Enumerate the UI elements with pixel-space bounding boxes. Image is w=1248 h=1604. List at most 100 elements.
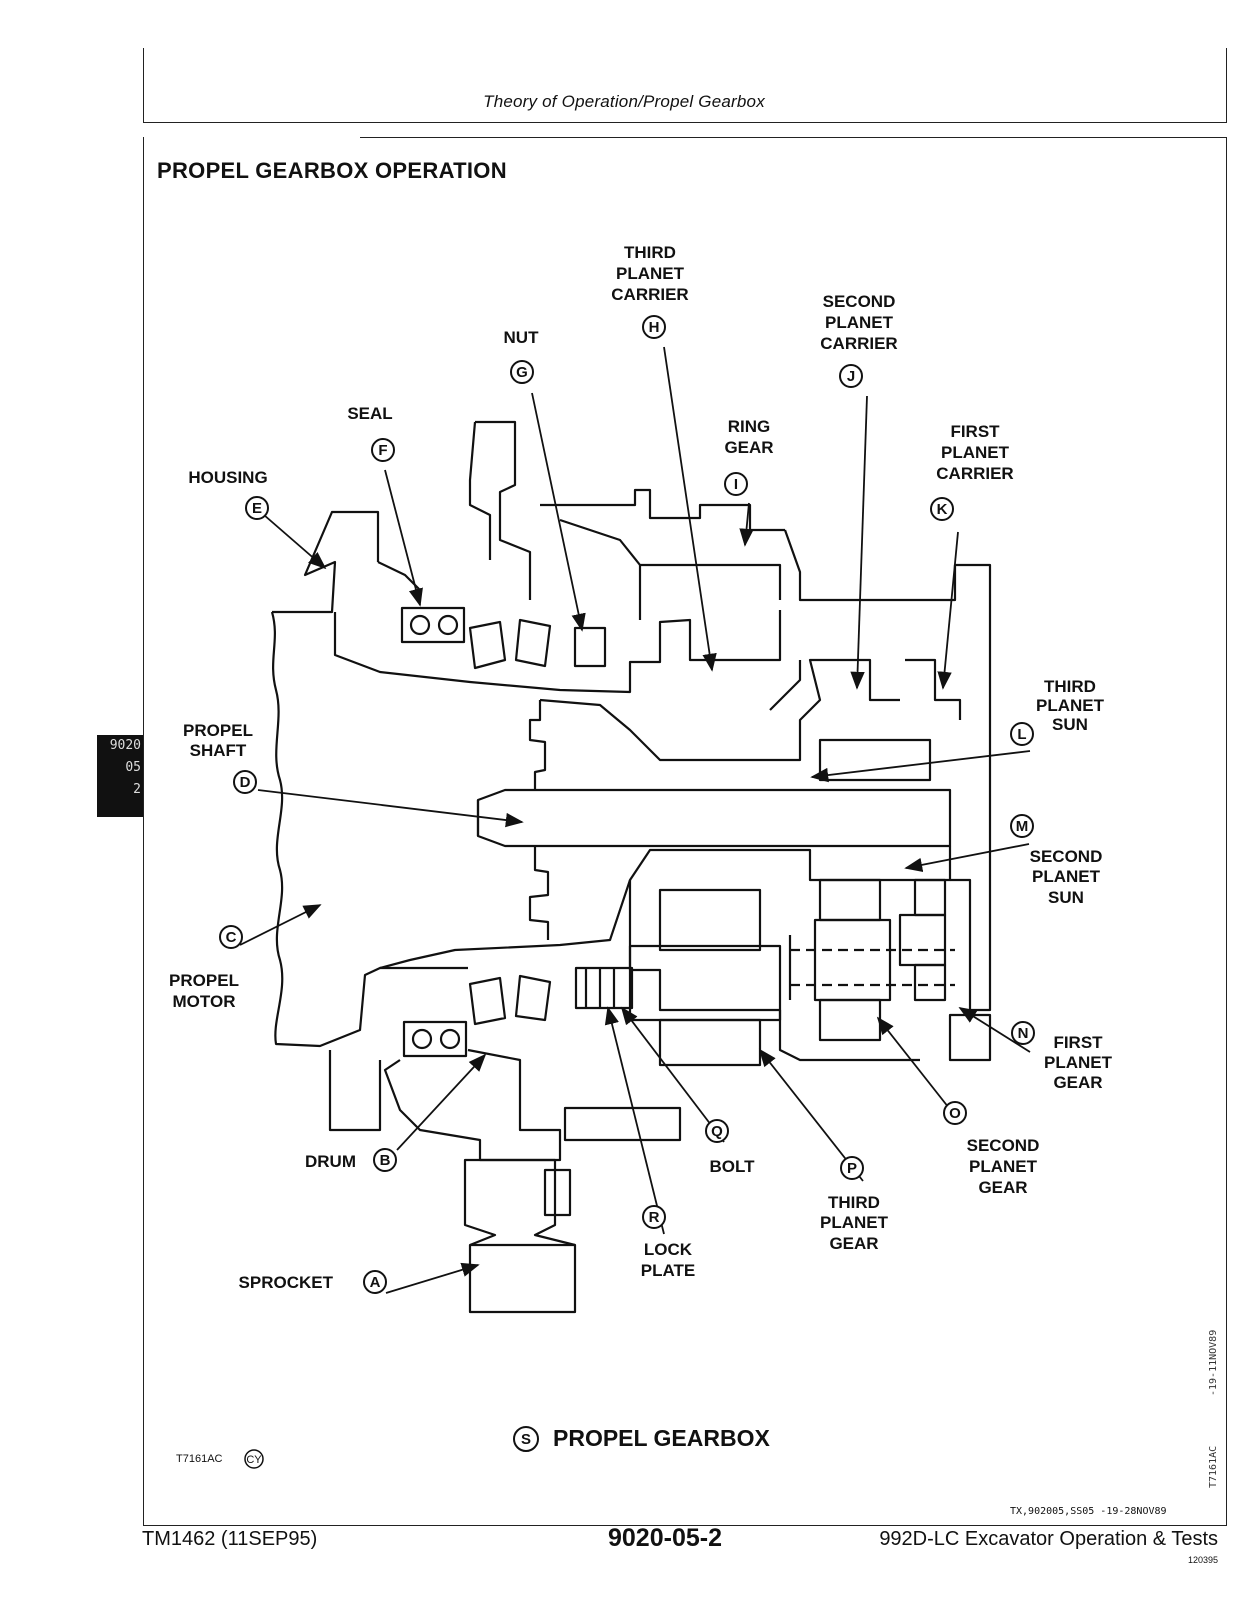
nut-body [573,626,607,668]
leader-F [384,469,423,607]
propel-shaft [476,788,952,848]
callout-label: LOCK [644,1240,693,1259]
callout-label: SEAL [347,404,392,423]
callout-letter: L [1017,726,1026,743]
callout-label: PLATE [641,1261,695,1280]
footer-page-number: 9020-05-2 [608,1524,722,1552]
callout-label: THIRD [1044,677,1096,696]
callout-label: PLANET [825,313,894,332]
callout-letter: O [949,1105,961,1122]
leader-G [531,392,586,632]
leader-O [876,1016,961,1123]
leader-H [663,346,717,672]
callouts: ASPROCKETBDRUMCPROPELMOTORDPROPELSHAFTEH… [169,243,1113,1294]
callout-letter: F [378,442,387,459]
callout-b: B DRUM [305,1148,397,1172]
callout-label: FIRST [950,422,1000,441]
callout-label: MOTOR [173,992,236,1011]
callout-label: SHAFT [190,741,247,760]
figure-caption: S PROPEL GEARBOX [513,1425,770,1452]
callout-letter: Q [711,1123,723,1140]
callout-label: PLANET [969,1157,1038,1176]
callout-q: Q BOLT [705,1119,755,1176]
leader-B [396,1053,487,1151]
callout-label: PLANET [820,1213,889,1232]
callout-circle [705,1119,729,1143]
footer-code: 120395 [1187,1555,1218,1565]
leader-K [937,531,959,690]
footer-title: 992D-LC Excavator Operation & Tests [879,1528,1218,1550]
second-planet-gear-body [813,918,892,1002]
callout-label: PLANET [1036,696,1105,715]
propel-motor-outline [270,611,468,1048]
callout-label: BOLT [709,1157,755,1176]
callout-c: C PROPEL MOTOR [169,925,243,1011]
callout-letter: B [380,1152,391,1169]
callout-letter: R [649,1209,660,1226]
callout-letter: C [226,929,237,946]
callout-label: GEAR [1053,1073,1102,1092]
leader-lines [239,346,1031,1294]
leader-D [257,789,524,828]
lower-bearing [468,974,552,1026]
first-planet-gear-body [898,913,947,967]
callout-circle [363,1270,387,1294]
callout-label: GEAR [978,1178,1027,1197]
callout-label: SUN [1048,888,1084,907]
callout-label: SECOND [823,292,896,311]
callout-circle [1010,722,1034,746]
callout-label: DRUM [305,1152,356,1171]
callout-label: PLANET [616,264,685,283]
running-head: Theory of Operation/Propel Gearbox [483,92,765,111]
caption-text: PROPEL GEARBOX [553,1425,770,1451]
side-tab: 9020 05 2 [97,735,143,817]
callout-letter: K [937,501,948,518]
content-frame-top-rule [360,137,1226,138]
callout-circle [840,1156,864,1180]
callout-letter: M [1016,818,1029,835]
lock-plate-body [574,966,634,1010]
callout-circle [1011,1021,1035,1045]
callout-label: CARRIER [936,464,1013,483]
leader-Q [620,1006,725,1143]
callout-label: PROPEL [183,721,253,740]
callout-letter: E [252,500,262,517]
callout-label: CARRIER [611,285,688,304]
callout-r: R LOCK PLATE [641,1205,695,1280]
leader-E [263,514,327,570]
callout-letter: I [734,476,738,493]
callout-label: CARRIER [820,334,897,353]
callout-circle [233,770,257,794]
figure-mark: CY [244,1449,264,1469]
callout-circle [642,1205,666,1229]
callout-circle [1010,814,1034,838]
leader-J [850,395,868,690]
callout-label: NUT [504,328,540,347]
drum-outline [383,1048,562,1162]
section-title: PROPEL GEARBOX OPERATION [157,158,507,183]
callout-label: PROPEL [169,971,239,990]
callout-label: GEAR [724,438,773,457]
callout-label: PLANET [1044,1053,1113,1072]
sprocket-outline [463,1158,577,1314]
upper-seal [400,606,466,644]
callout-circle [839,364,863,388]
callout-letter: H [649,319,660,336]
callout-circle [510,360,534,384]
lower-seal [402,1020,468,1058]
callout-label: GEAR [829,1234,878,1253]
upper-bearing [468,618,552,670]
footer-manual-id: TM1462 (11SEP95) [142,1528,318,1550]
vertical-code-date: -19-11NOV89 [1208,1329,1219,1396]
